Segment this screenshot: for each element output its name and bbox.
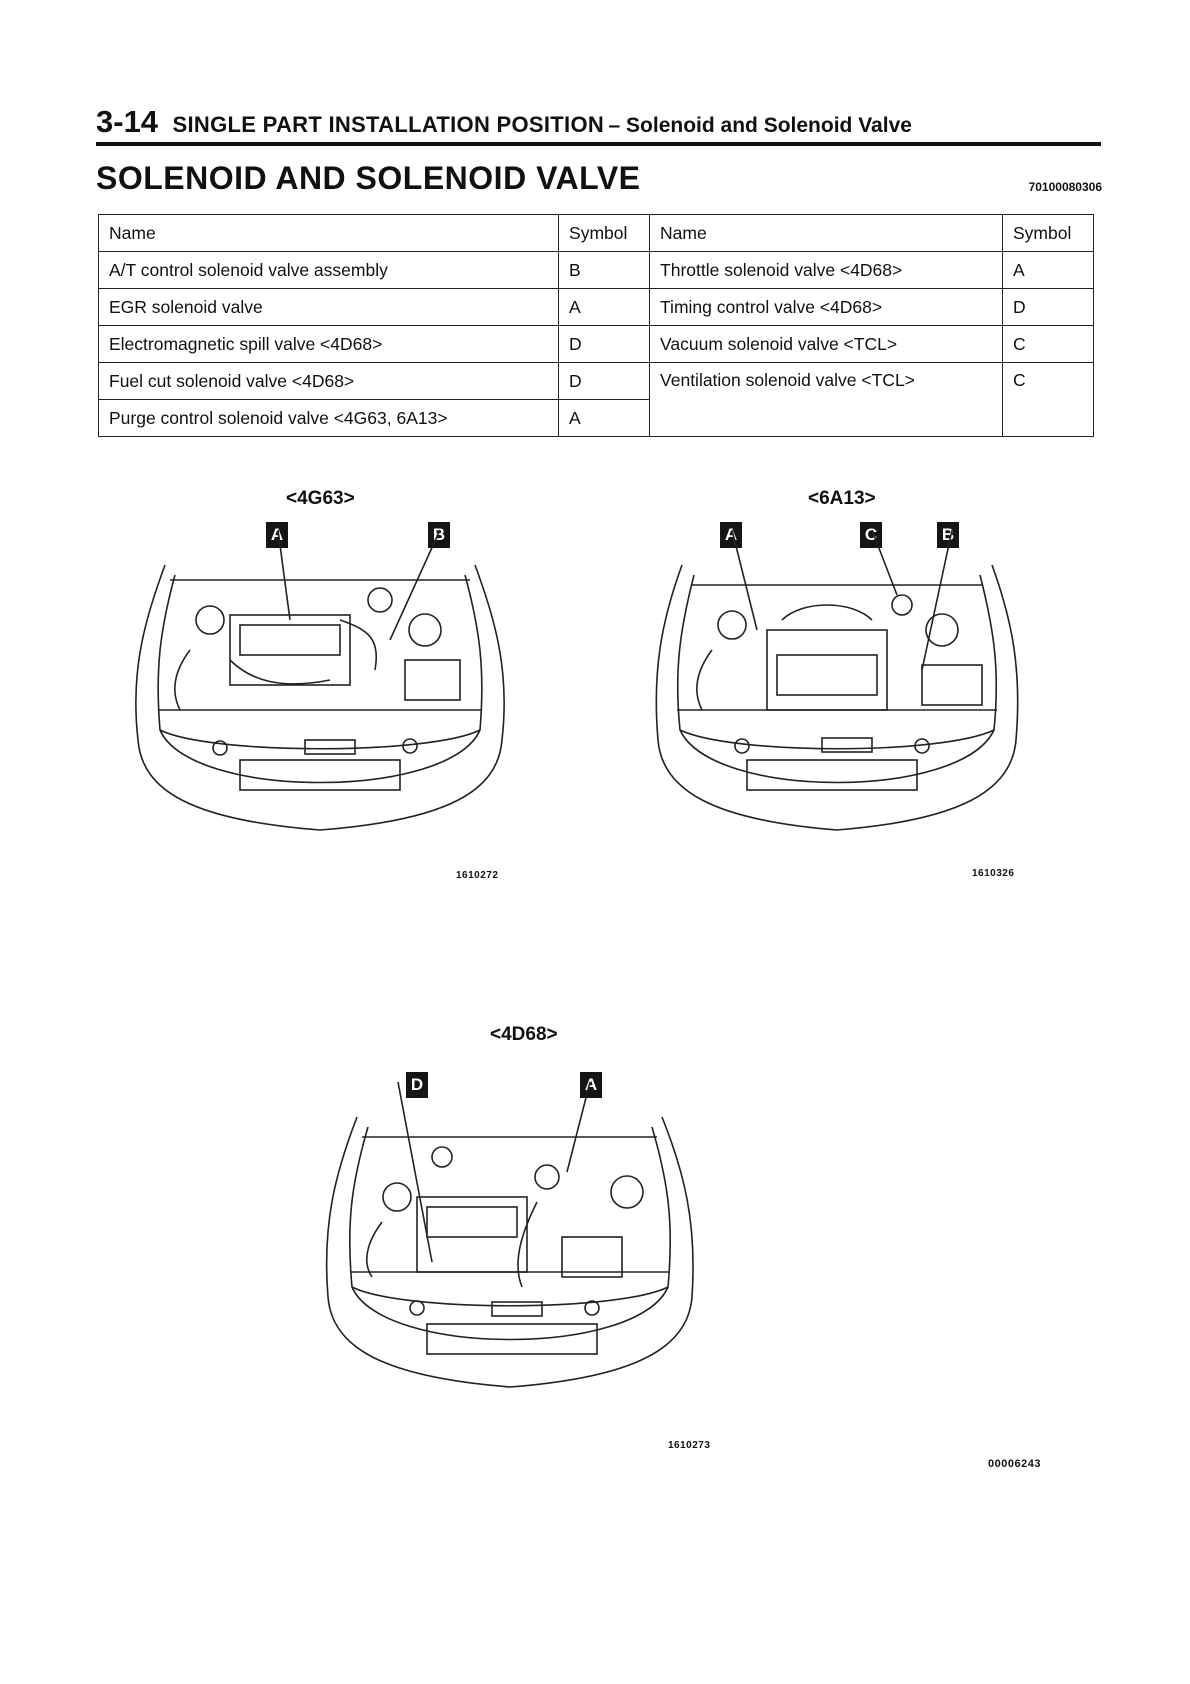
table-row: Electromagnetic spill valve <4D68> D Vac…: [97, 325, 1094, 363]
page-header: 3-14 SINGLE PART INSTALLATION POSITION –…: [96, 104, 1101, 144]
section-subtitle: – Solenoid and Solenoid Valve: [608, 114, 912, 137]
callout-c: C: [860, 522, 882, 548]
callout-b: B: [428, 522, 450, 548]
cell-name: Fuel cut solenoid valve <4D68>: [97, 362, 560, 400]
engine-bay-4d68-diagram: [325, 1081, 694, 1388]
cell-name: Ventilation solenoid valve <TCL>: [649, 362, 1003, 437]
table-header-row: Name Symbol Name Symbol: [97, 214, 1094, 252]
table-row: A/T control solenoid valve assembly B Th…: [97, 251, 1094, 289]
callout-b: B: [937, 522, 959, 548]
cell-symbol: A: [1002, 251, 1094, 289]
cell-name: Timing control valve <4D68>: [649, 288, 1003, 326]
table-row: Fuel cut solenoid valve <4D68> D Ventila…: [97, 362, 1094, 437]
cell-name: A/T control solenoid valve assembly: [97, 251, 560, 289]
cell-name: Electromagnetic spill valve <4D68>: [97, 325, 560, 363]
figure-label-4d68: <4D68>: [490, 1024, 558, 1045]
cell-symbol: D: [558, 362, 651, 400]
table-row: Purge control solenoid valve <4G63, 6A13…: [97, 399, 1094, 437]
section-code: 3-14: [96, 104, 159, 139]
doc-code: 70100080306: [1028, 180, 1102, 194]
callout-a: A: [720, 522, 742, 548]
figure-label-6a13: <6A13>: [808, 488, 876, 509]
cell-symbol: A: [558, 399, 651, 437]
figure-code-4d68: 1610273: [668, 1440, 711, 1451]
cell-symbol: B: [558, 251, 651, 289]
section-title: SINGLE PART INSTALLATION POSITION: [172, 112, 605, 137]
cell-name: EGR solenoid valve: [97, 288, 560, 326]
callout-a: A: [580, 1072, 602, 1098]
cell-symbol: A: [558, 288, 651, 326]
footer-code: 00006243: [988, 1458, 1041, 1470]
col-name-right: Name: [649, 214, 1003, 252]
cell-symbol: D: [1002, 288, 1094, 326]
col-symbol-left: Symbol: [558, 214, 651, 252]
cell-name: Vacuum solenoid valve <TCL>: [649, 325, 1003, 363]
table-row: EGR solenoid valve A Timing control valv…: [97, 288, 1094, 326]
cell-symbol: D: [558, 325, 651, 363]
cell-symbol: C: [1002, 362, 1094, 437]
figure-code-4g63: 1610272: [456, 870, 499, 881]
callout-d: D: [406, 1072, 428, 1098]
header-rule: [96, 142, 1101, 146]
parts-table: Name Symbol Name Symbol A/T control sole…: [97, 214, 1094, 437]
callout-a: A: [266, 522, 288, 548]
col-name-left: Name: [97, 214, 560, 252]
col-symbol-right: Symbol: [1002, 214, 1094, 252]
cell-name: Throttle solenoid valve <4D68>: [649, 251, 1003, 289]
cell-name: Purge control solenoid valve <4G63, 6A13…: [97, 399, 560, 437]
cell-symbol: C: [1002, 325, 1094, 363]
engine-bay-6a13-diagram: [655, 529, 1019, 831]
page-title: SOLENOID AND SOLENOID VALVE: [96, 160, 641, 196]
figure-code-6a13: 1610326: [972, 868, 1015, 879]
figure-label-4g63: <4G63>: [286, 488, 355, 509]
engine-bay-4g63-diagram: [135, 529, 505, 831]
